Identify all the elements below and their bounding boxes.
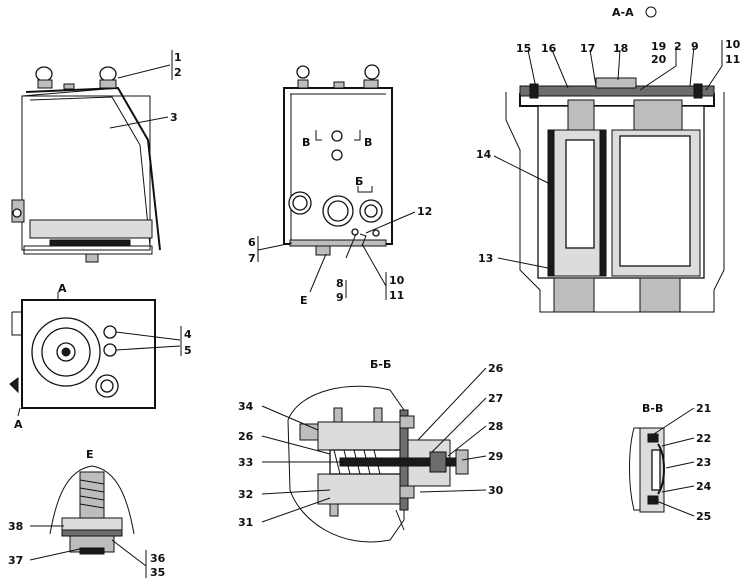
callout-6: 6: [248, 236, 256, 249]
callout-2-aa: 2: [674, 40, 682, 53]
view-e-title: Е: [86, 448, 94, 461]
marker-b-right: Б: [355, 175, 363, 188]
section-vv-plug: [629, 427, 665, 513]
callout-9-aa: 9: [691, 40, 699, 53]
callout-36: 36: [150, 552, 166, 565]
callout-33: 33: [238, 456, 253, 469]
callout-35: 35: [150, 566, 165, 579]
view-e-drain: [49, 465, 135, 555]
section-markers: А А Б В В Е: [14, 136, 372, 431]
callout-25: 25: [696, 510, 711, 523]
view-titles: А-А Б-Б В-В Е: [86, 6, 663, 461]
section-aa-title: А-А: [612, 6, 634, 19]
callout-15: 15: [516, 42, 531, 55]
callout-29: 29: [488, 450, 503, 463]
callout-32: 32: [238, 488, 253, 501]
callout-20: 20: [651, 53, 667, 66]
callout-31: 31: [238, 516, 253, 529]
callout-18: 18: [613, 42, 628, 55]
callout-1: 1: [174, 51, 182, 64]
callout-11: 11: [389, 289, 404, 302]
section-bb-title: Б-Б: [370, 358, 391, 371]
section-bb-valve: [287, 385, 469, 543]
marker-e-label: Е: [300, 294, 308, 307]
callout-7: 7: [248, 252, 256, 265]
callout-28: 28: [488, 420, 503, 433]
callout-30: 30: [488, 484, 504, 497]
marker-v-left: В: [302, 136, 310, 149]
callout-26-right: 26: [488, 362, 504, 375]
callout-24: 24: [696, 480, 712, 493]
leader-lines: [29, 40, 723, 578]
callout-9: 9: [336, 291, 344, 304]
housing-plan-view: [9, 292, 156, 417]
callout-17: 17: [580, 42, 595, 55]
marker-a-top: А: [58, 282, 67, 295]
callout-34: 34: [238, 400, 254, 413]
marker-v-right: В: [364, 136, 372, 149]
callout-37: 37: [8, 554, 23, 567]
callout-38: 38: [8, 520, 23, 533]
callout-19: 19: [651, 40, 666, 53]
callout-10-aa: 10: [725, 38, 741, 51]
callout-5: 5: [184, 344, 192, 357]
marker-a-bottom: А: [14, 418, 23, 431]
callout-8: 8: [336, 277, 344, 290]
callout-2: 2: [174, 66, 182, 79]
callout-10: 10: [389, 274, 405, 287]
circle-marker: [645, 6, 657, 18]
callout-13: 13: [478, 252, 493, 265]
callout-4: 4: [184, 328, 192, 341]
callout-11-aa: 11: [725, 53, 740, 66]
callout-12: 12: [417, 205, 432, 218]
callout-27: 27: [488, 392, 503, 405]
callout-3: 3: [170, 111, 178, 124]
callout-26-left: 26: [238, 430, 254, 443]
callout-21: 21: [696, 402, 711, 415]
callout-22: 22: [696, 432, 711, 445]
callout-16: 16: [541, 42, 557, 55]
housing-side-view: [11, 66, 161, 263]
callout-23: 23: [696, 456, 711, 469]
part-number-callouts: 1 2 3 4 5 6 7 8 9 10 11 12 13 14 15 16 1…: [8, 38, 741, 579]
section-vv-title: В-В: [642, 402, 663, 415]
housing-front-view: [283, 64, 393, 256]
callout-14: 14: [476, 148, 492, 161]
section-aa-filter: [505, 77, 725, 313]
